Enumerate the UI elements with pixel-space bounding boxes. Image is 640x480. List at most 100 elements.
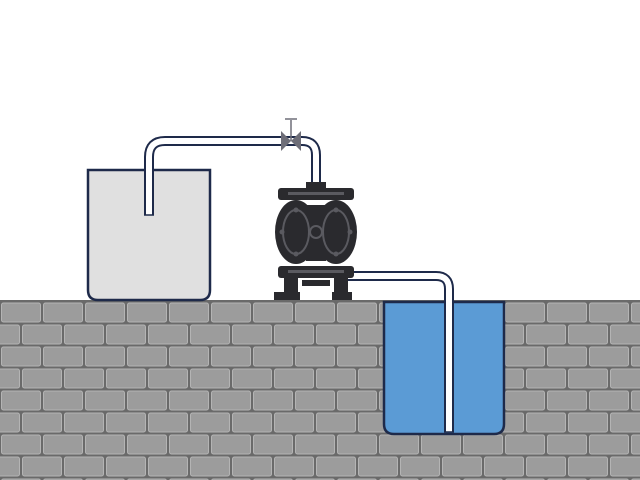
brick <box>295 434 335 455</box>
brick <box>148 368 188 389</box>
brick <box>547 302 587 323</box>
brick <box>505 390 545 411</box>
brick <box>148 324 188 345</box>
brick <box>379 434 419 455</box>
brick <box>43 390 83 411</box>
brick <box>526 324 566 345</box>
brick <box>190 324 230 345</box>
suction-pipe <box>144 136 321 216</box>
brick <box>85 302 125 323</box>
brick <box>64 368 104 389</box>
brick <box>316 412 356 433</box>
brick <box>547 390 587 411</box>
brick <box>22 412 62 433</box>
brick <box>589 390 629 411</box>
brick <box>589 302 629 323</box>
brick <box>190 456 230 477</box>
brick <box>253 390 293 411</box>
brick <box>274 412 314 433</box>
brick <box>0 456 20 477</box>
brick <box>211 346 251 367</box>
brick <box>463 434 503 455</box>
brick <box>568 368 608 389</box>
brick <box>148 456 188 477</box>
brick <box>295 390 335 411</box>
brick <box>610 412 640 433</box>
brick <box>421 434 461 455</box>
brick <box>127 434 167 455</box>
brick <box>190 368 230 389</box>
brick <box>610 324 640 345</box>
brick <box>526 412 566 433</box>
brick <box>337 434 377 455</box>
brick <box>85 346 125 367</box>
brick <box>127 302 167 323</box>
brick <box>22 368 62 389</box>
brick <box>505 302 545 323</box>
brick <box>253 302 293 323</box>
brick <box>295 302 335 323</box>
brick <box>316 456 356 477</box>
brick <box>169 302 209 323</box>
brick <box>64 456 104 477</box>
valve-icon <box>281 118 301 151</box>
brick-wall <box>0 300 640 480</box>
brick <box>337 390 377 411</box>
brick <box>127 390 167 411</box>
brick <box>547 434 587 455</box>
brick <box>337 346 377 367</box>
brick <box>64 324 104 345</box>
brick <box>631 390 640 411</box>
brick <box>610 456 640 477</box>
brick <box>295 346 335 367</box>
brick <box>1 434 41 455</box>
brick <box>64 412 104 433</box>
brick <box>274 456 314 477</box>
brick <box>169 346 209 367</box>
brick <box>337 302 377 323</box>
source-tank-body <box>86 168 212 302</box>
brick <box>211 390 251 411</box>
brick <box>211 302 251 323</box>
brick <box>211 434 251 455</box>
brick <box>232 324 272 345</box>
brick <box>568 412 608 433</box>
brick <box>169 434 209 455</box>
brick <box>1 390 41 411</box>
brick <box>589 434 629 455</box>
brick <box>190 412 230 433</box>
brick <box>400 456 440 477</box>
brick <box>43 302 83 323</box>
brick <box>253 346 293 367</box>
brick <box>505 346 545 367</box>
brick <box>631 434 640 455</box>
brick <box>589 346 629 367</box>
brick <box>568 324 608 345</box>
brick <box>148 412 188 433</box>
brick <box>358 456 398 477</box>
brick <box>274 368 314 389</box>
brick <box>316 368 356 389</box>
brick <box>505 434 545 455</box>
brick <box>274 324 314 345</box>
brick <box>85 390 125 411</box>
brick <box>526 368 566 389</box>
brick <box>610 368 640 389</box>
brick <box>253 434 293 455</box>
brick <box>22 324 62 345</box>
brick <box>127 346 167 367</box>
brick <box>106 368 146 389</box>
brick <box>547 346 587 367</box>
brick <box>106 456 146 477</box>
brick <box>0 324 20 345</box>
brick <box>631 346 640 367</box>
brick <box>232 368 272 389</box>
brick <box>484 456 524 477</box>
brick <box>631 302 640 323</box>
brick <box>1 302 41 323</box>
brick <box>1 346 41 367</box>
diaphragm-pump-icon <box>274 182 357 300</box>
brick <box>0 368 20 389</box>
brick <box>316 324 356 345</box>
